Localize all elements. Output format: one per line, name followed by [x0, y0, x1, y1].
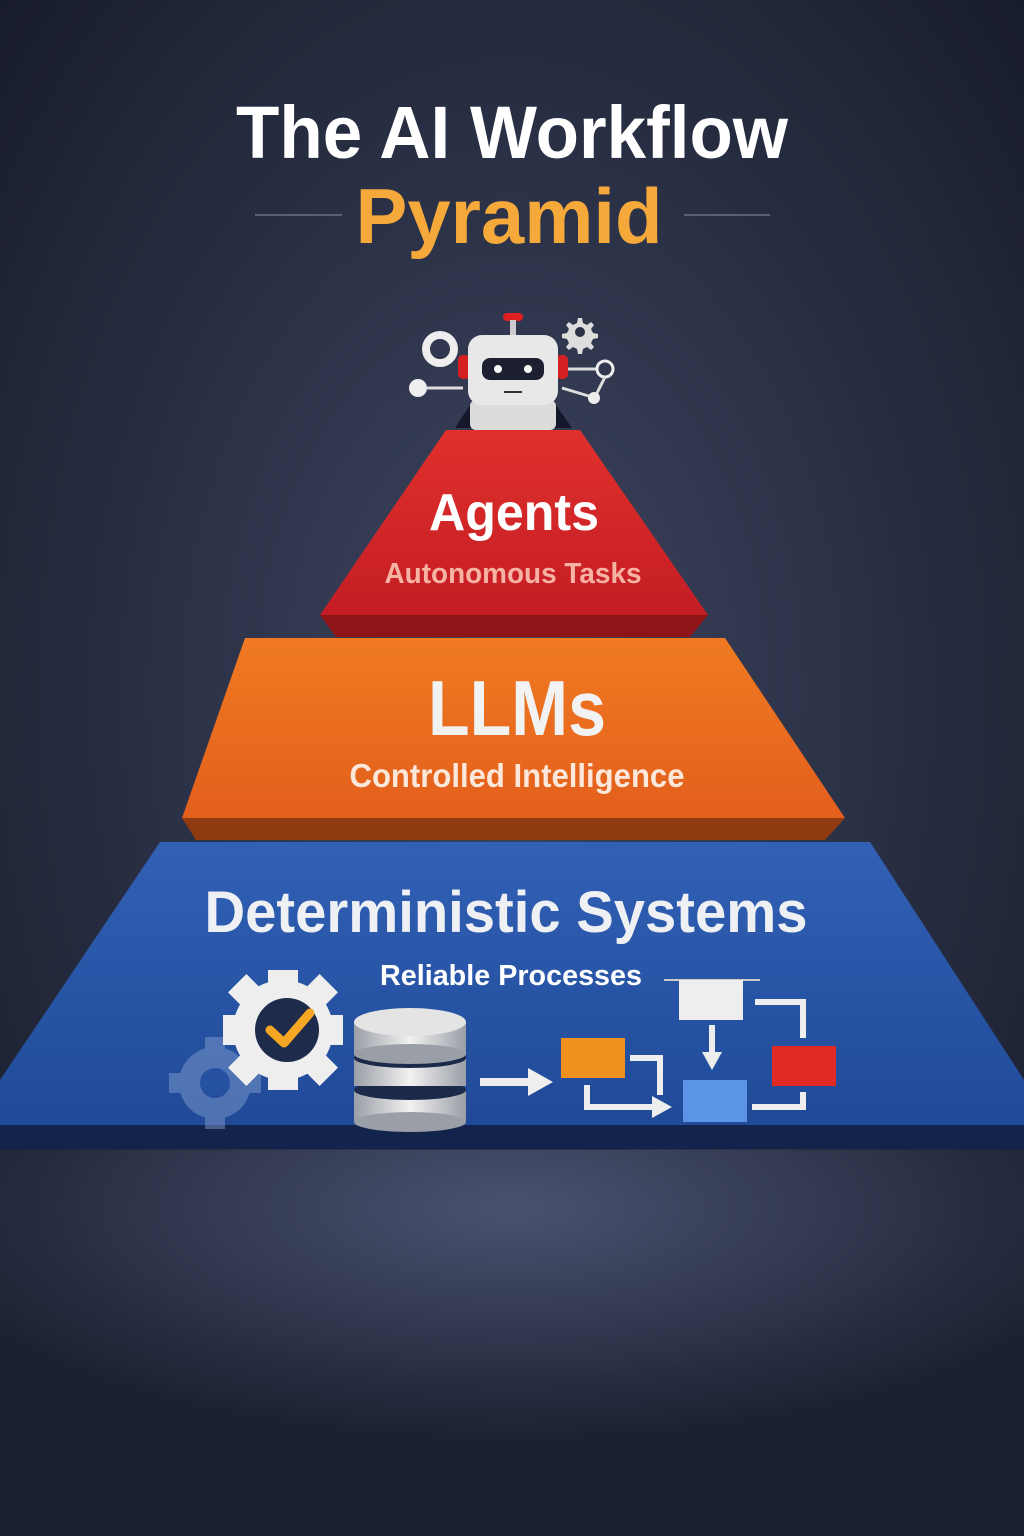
tier-llms: LLMs Controlled Intelligence: [182, 638, 845, 840]
flowchart-icon: [561, 979, 836, 1122]
tier-agents-label: Agents: [429, 484, 599, 542]
checkmark-gear-icon: [223, 970, 343, 1090]
tier-agents: Agents Autonomous Tasks: [320, 430, 708, 637]
database-icon: [354, 1008, 466, 1132]
robot-icon: [409, 313, 615, 430]
floor: [0, 1150, 1024, 1536]
title-line-1: The AI Workflow: [236, 91, 788, 174]
tier-llms-subtitle: Controlled Intelligence: [350, 757, 685, 794]
tier-deterministic-subtitle: Reliable Processes: [380, 960, 642, 992]
tier-deterministic: Deterministic Systems Reliable Processes: [0, 842, 1024, 1149]
title-line-2: Pyramid: [356, 172, 663, 260]
tier-agents-subtitle: Autonomous Tasks: [385, 558, 642, 590]
tier-llms-label: LLMs: [428, 664, 606, 752]
arrow-right-icon: [480, 1068, 553, 1096]
tier-deterministic-label: Deterministic Systems: [205, 880, 808, 945]
